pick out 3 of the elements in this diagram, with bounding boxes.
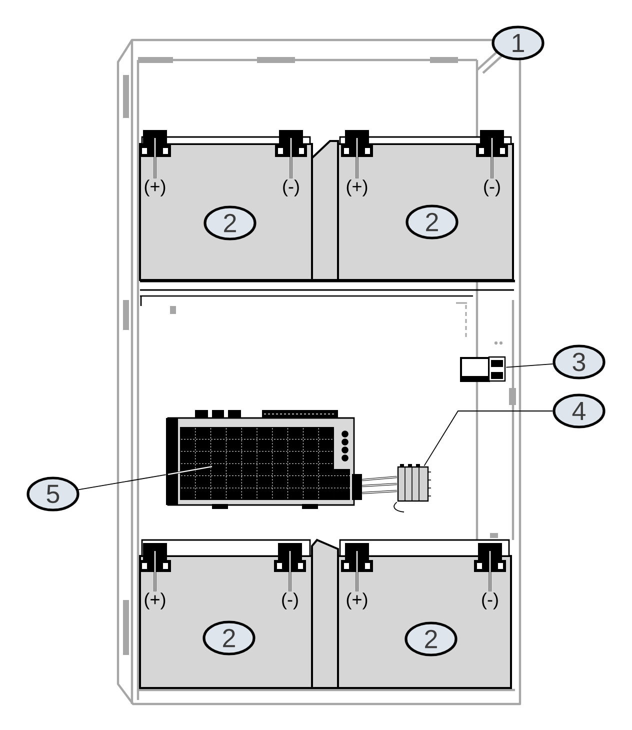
callout-number: 3 (552, 344, 606, 380)
callout-number: 4 (552, 394, 606, 428)
callout-number: 5 (26, 476, 80, 512)
